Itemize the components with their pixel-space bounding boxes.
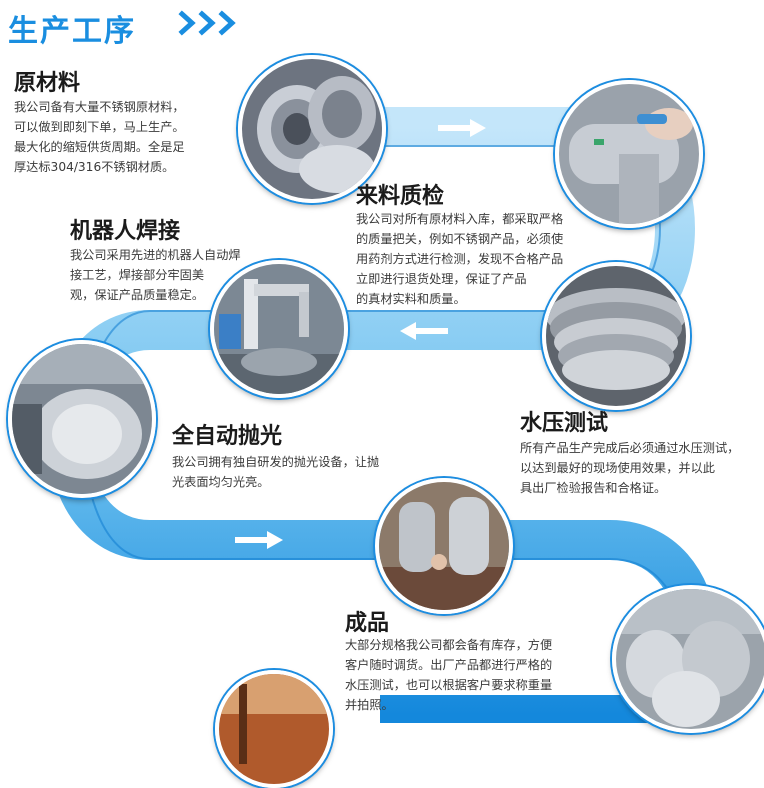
arrow-right-icon xyxy=(235,531,283,553)
step-desc-raw-material: 我公司备有大量不锈钢原材料， 可以做到即刻下单，马上生产。 最大化的缩短供货周期… xyxy=(14,100,185,174)
arrow-left-icon xyxy=(400,322,448,344)
step-title-auto-polishing: 全自动抛光 xyxy=(172,424,283,449)
step-title-incoming-inspection: 来料质检 xyxy=(356,184,445,209)
photo-production-floor xyxy=(375,478,513,614)
photo-finished-product xyxy=(612,585,764,733)
photo-hydrostatic-test xyxy=(542,262,690,410)
photo-robot-welding xyxy=(210,260,348,398)
step-title-hydrostatic-test: 水压测试 xyxy=(520,411,609,436)
photo-extra-bottom xyxy=(215,670,333,788)
step-desc-incoming-inspection: 我公司对所有原材料入库，都采取严格 的质量把关，例如不锈钢产品，必须使 用药剂方… xyxy=(356,212,564,306)
photo-raw-material xyxy=(238,55,386,203)
step-desc-finished-product: 大部分规格我公司都会备有库存，方便 客户随时调货。出厂产品都进行严格的 水压测试… xyxy=(345,638,553,712)
step-desc-robot-welding: 我公司采用先进的机器人自动焊 接工艺，焊接部分牢固美 观，保证产品质量稳定。 xyxy=(70,248,241,302)
step-title-raw-material: 原材料 xyxy=(14,71,81,96)
arrow-right-icon xyxy=(438,119,486,141)
step-desc-auto-polishing: 我公司拥有独自研发的抛光设备，让抛 光表面均匀光亮。 xyxy=(172,455,380,489)
triple-chevron-right-icon xyxy=(178,8,248,42)
step-title-finished-product: 成品 xyxy=(345,611,390,636)
step-desc-hydrostatic-test: 所有产品生产完成后必须通过水压测试， 以达到最好的现场使用效果，并以此 具出厂检… xyxy=(520,441,740,495)
photo-incoming-inspection xyxy=(555,80,703,228)
photo-auto-polishing xyxy=(8,340,156,498)
page-title: 生产工序 xyxy=(8,14,136,49)
step-title-robot-welding: 机器人焊接 xyxy=(70,219,181,244)
